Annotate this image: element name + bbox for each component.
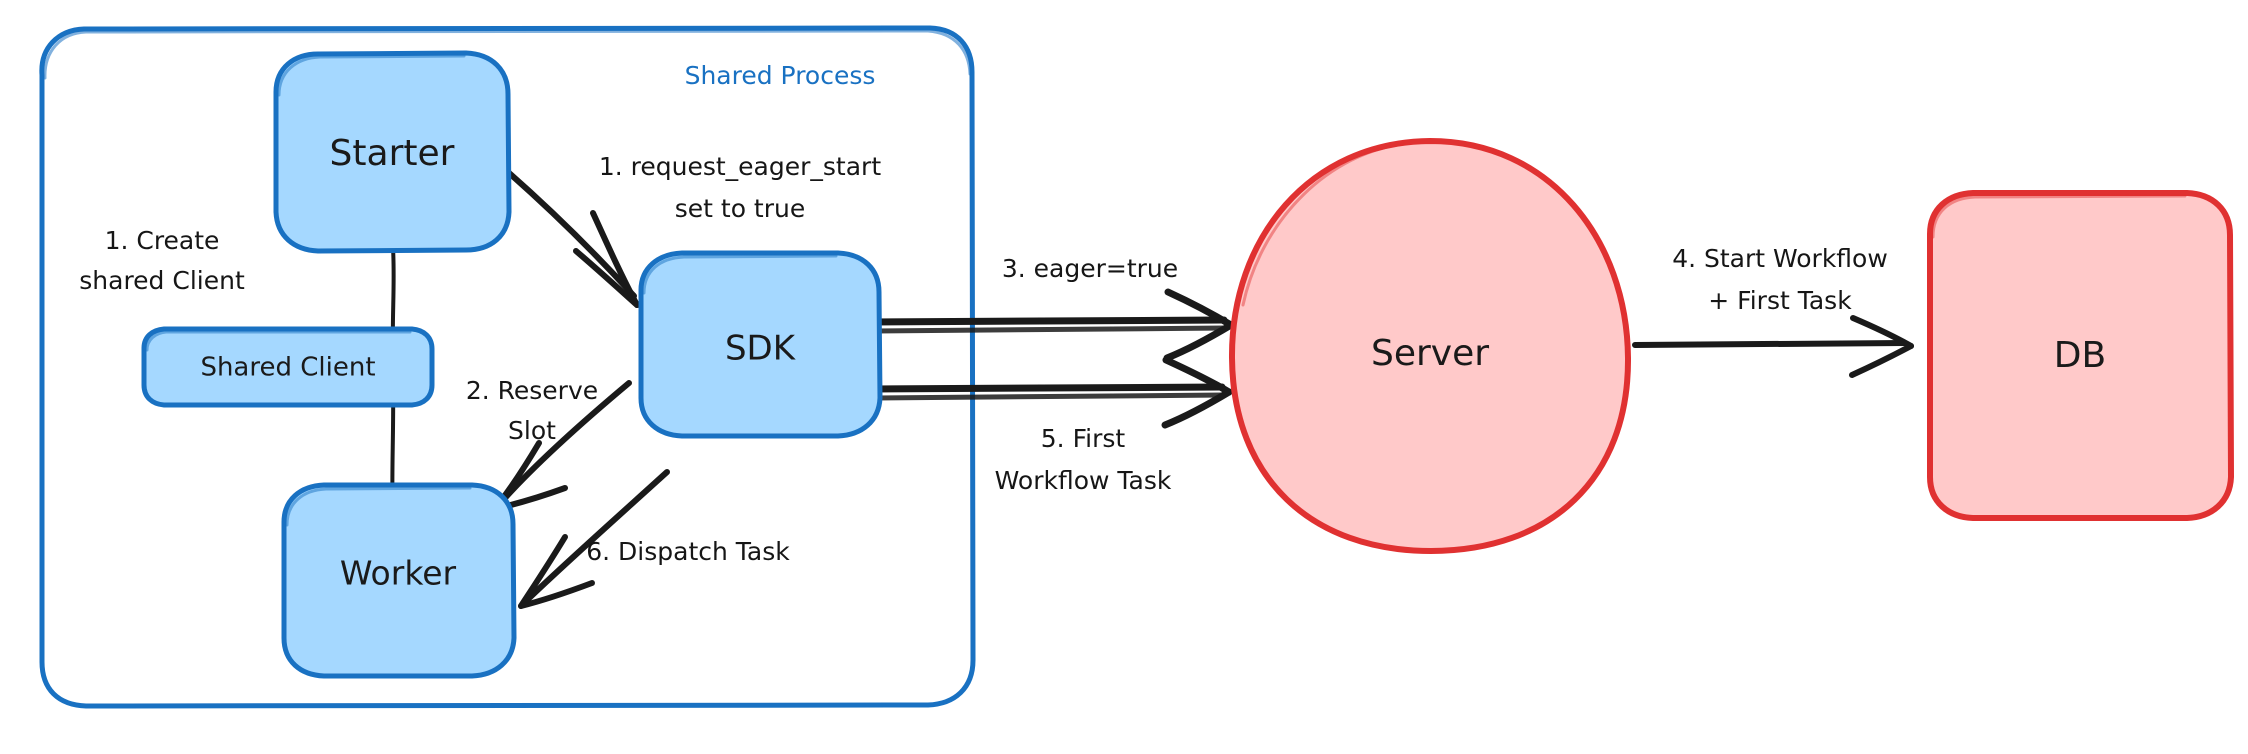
node-label-server: Server xyxy=(1371,333,1489,374)
edge-label-line2: Slot xyxy=(508,416,556,445)
group-title-shared-process: Shared Process xyxy=(685,61,876,90)
edge-label-dispatch-task: 6. Dispatch Task xyxy=(586,537,790,566)
node-worker[interactable]: Worker xyxy=(281,482,517,679)
edge-label-request-eager-start: 1. request_eager_start set to true xyxy=(599,152,881,223)
node-label-db: DB xyxy=(2054,335,2106,376)
edge-label-line1: 2. Reserve xyxy=(466,376,598,405)
edge-label-eager-true: 3. eager=true xyxy=(1002,254,1178,283)
node-starter[interactable]: Starter xyxy=(273,50,512,254)
edge-start-workflow-first-task[interactable] xyxy=(1632,315,1914,378)
edge-dispatch-task[interactable] xyxy=(518,469,670,609)
node-db[interactable]: DB xyxy=(1927,190,2234,521)
edge-label-create-shared-client: 1. Create shared Client xyxy=(79,226,245,295)
edge-label-line1: 1. request_eager_start xyxy=(599,152,881,181)
edge-label-line2: Workflow Task xyxy=(995,466,1172,495)
group-shared-process[interactable]: Shared Process xyxy=(39,25,976,709)
node-sdk[interactable]: SDK xyxy=(638,250,883,439)
node-shared-client[interactable]: Shared Client xyxy=(141,326,435,408)
edge-label-line2: + First Task xyxy=(1708,286,1852,315)
node-label-starter: Starter xyxy=(330,133,455,174)
edge-label-line2: set to true xyxy=(675,194,806,223)
edge-label-start-workflow: 4. Start Workflow + First Task xyxy=(1672,244,1888,315)
edge-request-eager-start[interactable] xyxy=(497,162,640,308)
edge-label-line1: 3. eager=true xyxy=(1002,254,1178,283)
edge-label-reserve-slot: 2. Reserve Slot xyxy=(466,376,598,445)
node-label-worker: Worker xyxy=(340,554,457,593)
edge-eager-true[interactable] xyxy=(868,288,1235,362)
edge-label-line1: 4. Start Workflow xyxy=(1672,244,1888,273)
edge-label-line1: 6. Dispatch Task xyxy=(586,537,790,566)
node-label-shared-client: Shared Client xyxy=(200,353,375,383)
edge-label-line1: 5. First xyxy=(1041,424,1126,453)
node-server[interactable]: Server xyxy=(1228,138,1632,554)
edge-label-first-workflow-task: 5. First Workflow Task xyxy=(995,424,1172,495)
edge-label-line1: 1. Create xyxy=(105,226,220,255)
edge-label-line2: shared Client xyxy=(79,266,245,295)
edge-first-workflow-task[interactable] xyxy=(870,356,1233,429)
node-label-sdk: SDK xyxy=(725,329,797,369)
